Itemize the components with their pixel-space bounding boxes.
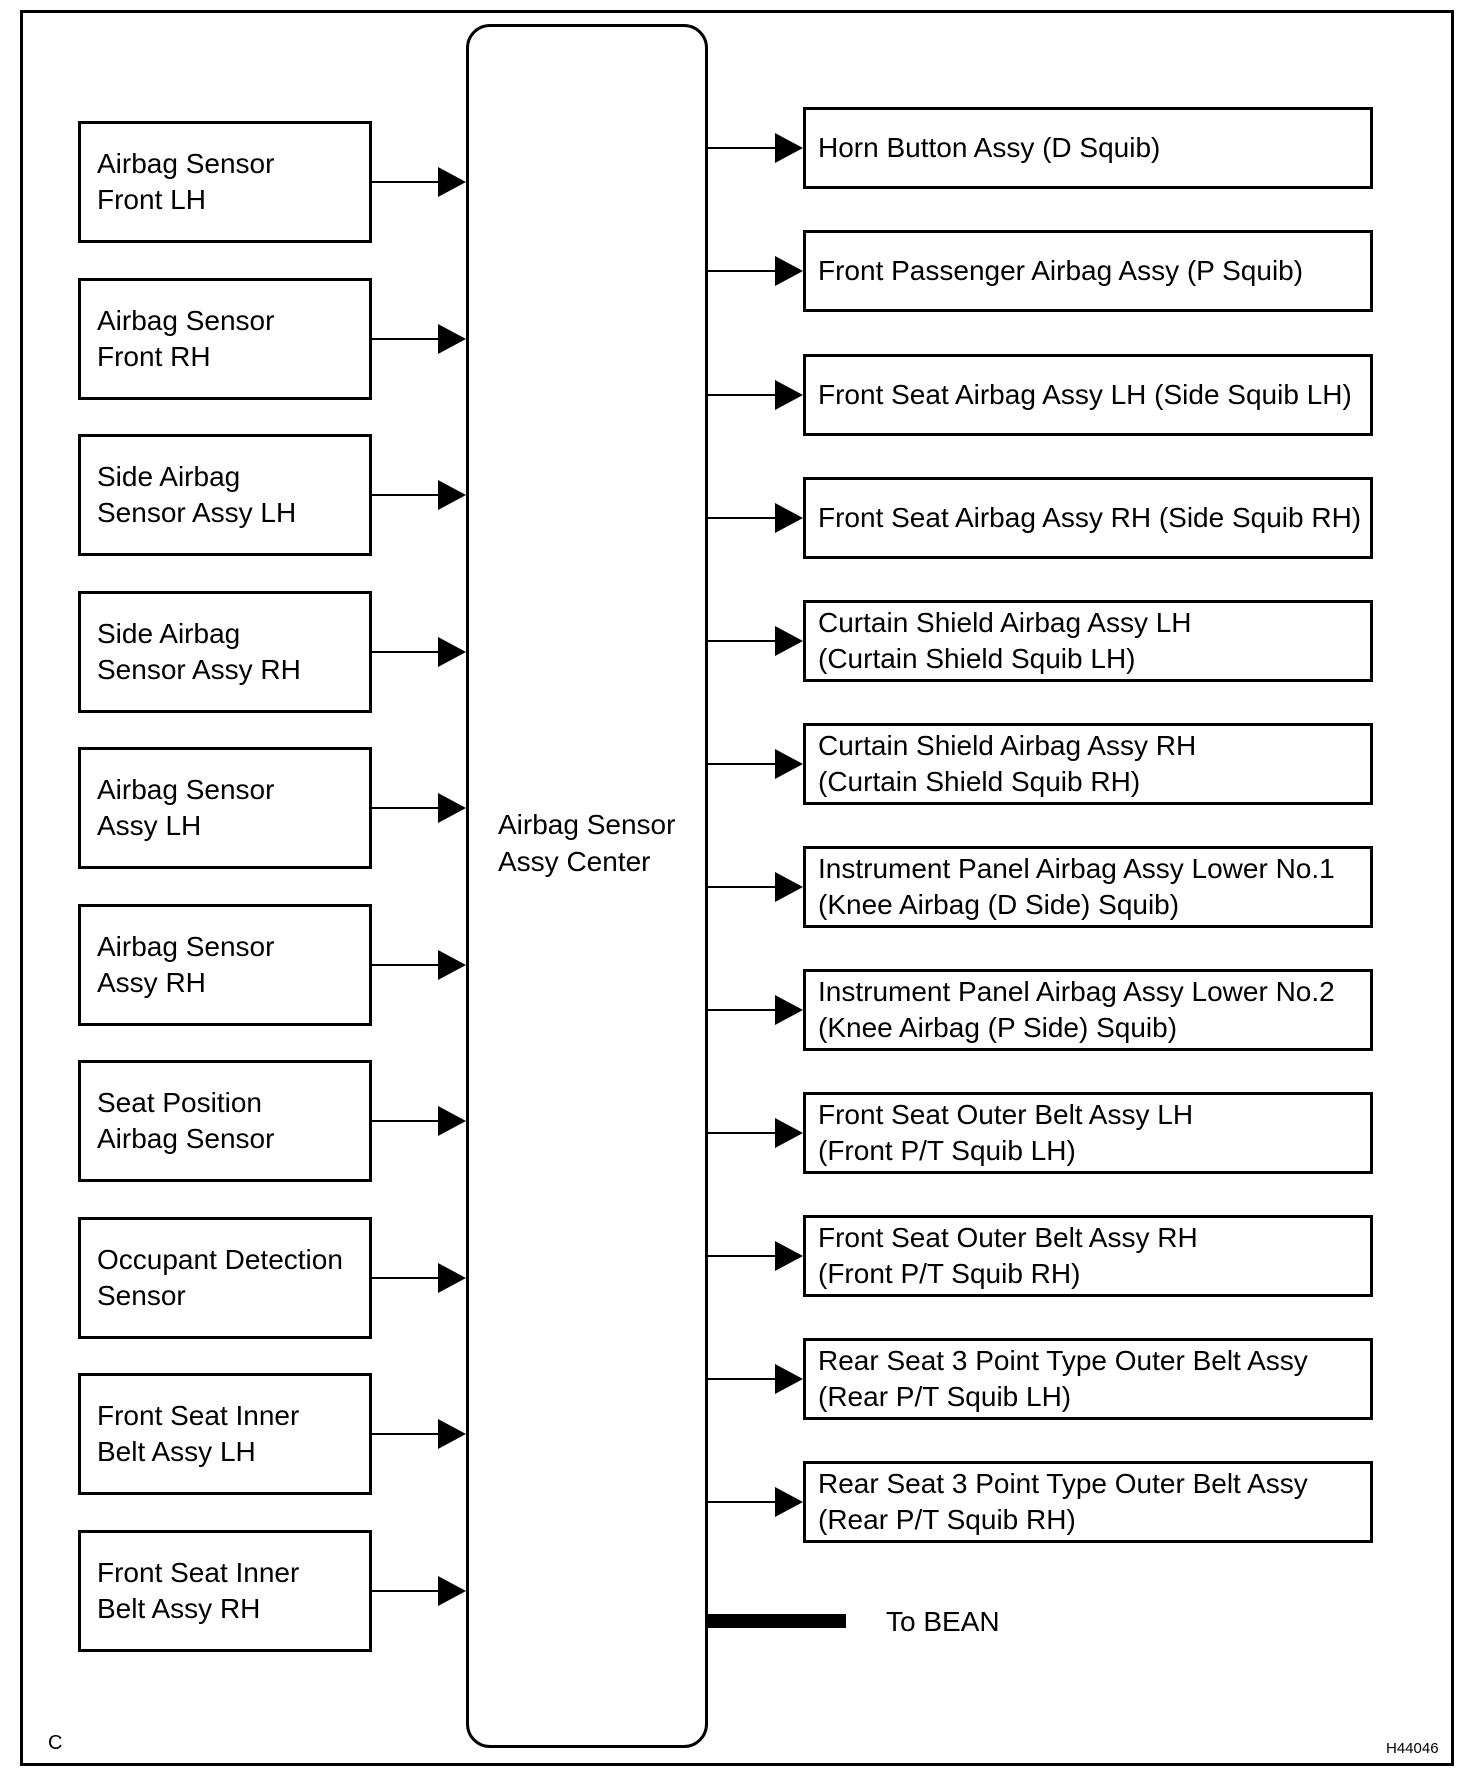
input-label-line2: Belt Assy RH — [97, 1593, 261, 1624]
output-label-line1: Front Seat Outer Belt Assy RH — [818, 1222, 1198, 1253]
input-box-airbag-sensor-front-lh: Airbag Sensor Front LH — [78, 121, 372, 243]
diagram-frame — [20, 10, 1454, 1766]
output-box-curtain-shield-lh: Curtain Shield Airbag Assy LH (Curtain S… — [803, 600, 1373, 682]
input-label-line2: Sensor — [97, 1280, 186, 1311]
input-label-line1: Airbag Sensor — [97, 931, 275, 962]
output-label-line1: Front Seat Airbag Assy RH (Side Squib RH… — [818, 502, 1362, 533]
input-label-line1: Front Seat Inner — [97, 1557, 300, 1588]
output-label-line1: Front Passenger Airbag Assy (P Squib) — [818, 255, 1304, 286]
center-unit-label: Airbag Sensor Assy Center — [498, 806, 675, 880]
input-box-airbag-sensor-front-rh: Airbag Sensor Front RH — [78, 278, 372, 400]
output-label-line1: Rear Seat 3 Point Type Outer Belt Assy — [818, 1468, 1308, 1499]
output-label-line2: (Rear P/T Squib RH) — [818, 1504, 1076, 1535]
output-box-knee-airbag-p-side: Instrument Panel Airbag Assy Lower No.2 … — [803, 969, 1373, 1051]
output-box-front-outer-belt-lh: Front Seat Outer Belt Assy LH (Front P/T… — [803, 1092, 1373, 1174]
output-box-front-outer-belt-rh: Front Seat Outer Belt Assy RH (Front P/T… — [803, 1215, 1373, 1297]
output-label-line1: Front Seat Outer Belt Assy LH — [818, 1099, 1194, 1130]
input-label-line1: Seat Position — [97, 1087, 262, 1118]
input-label-line1: Airbag Sensor — [97, 305, 275, 336]
center-unit-box — [466, 24, 708, 1748]
output-box-front-passenger-airbag: Front Passenger Airbag Assy (P Squib) — [803, 230, 1373, 312]
output-label-line1: Front Seat Airbag Assy LH (Side Squib LH… — [818, 379, 1352, 410]
center-label-line1: Airbag Sensor — [498, 809, 676, 840]
figure-code: H44046 — [1386, 1740, 1439, 1757]
output-label-line1: Horn Button Assy (D Squib) — [818, 132, 1161, 163]
input-box-front-seat-inner-belt-lh: Front Seat Inner Belt Assy LH — [78, 1373, 372, 1495]
output-label-line2: (Knee Airbag (P Side) Squib) — [818, 1012, 1178, 1043]
output-label-line2: (Front P/T Squib LH) — [818, 1135, 1076, 1166]
output-box-rear-outer-belt-lh: Rear Seat 3 Point Type Outer Belt Assy (… — [803, 1338, 1373, 1420]
corner-letter: C — [48, 1732, 63, 1754]
output-label-line1: Curtain Shield Airbag Assy LH — [818, 607, 1192, 638]
input-label-line2: Sensor Assy RH — [97, 654, 301, 685]
input-label-line1: Airbag Sensor — [97, 148, 275, 179]
output-label-line2: (Curtain Shield Squib LH) — [818, 643, 1136, 674]
input-label-line2: Front LH — [97, 184, 206, 215]
output-box-horn-button: Horn Button Assy (D Squib) — [803, 107, 1373, 189]
input-label-line2: Sensor Assy LH — [97, 497, 297, 528]
input-label-line2: Assy RH — [97, 967, 206, 998]
output-box-curtain-shield-rh: Curtain Shield Airbag Assy RH (Curtain S… — [803, 723, 1373, 805]
input-label-line2: Front RH — [97, 341, 211, 372]
input-label-line2: Assy LH — [97, 810, 202, 841]
input-box-front-seat-inner-belt-rh: Front Seat Inner Belt Assy RH — [78, 1530, 372, 1652]
input-label-line1: Side Airbag — [97, 461, 241, 492]
input-label-line1: Side Airbag — [97, 618, 241, 649]
output-box-front-seat-airbag-rh: Front Seat Airbag Assy RH (Side Squib RH… — [803, 477, 1373, 559]
center-label-line2: Assy Center — [498, 846, 651, 877]
input-label-line2: Airbag Sensor — [97, 1123, 275, 1154]
bean-label: To BEAN — [886, 1606, 1000, 1637]
input-box-airbag-sensor-assy-rh: Airbag Sensor Assy RH — [78, 904, 372, 1026]
output-box-front-seat-airbag-lh: Front Seat Airbag Assy LH (Side Squib LH… — [803, 354, 1373, 436]
input-box-occupant-detection-sensor: Occupant Detection Sensor — [78, 1217, 372, 1339]
output-label-line2: (Curtain Shield Squib RH) — [818, 766, 1141, 797]
input-box-side-airbag-sensor-rh: Side Airbag Sensor Assy RH — [78, 591, 372, 713]
output-label-line1: Curtain Shield Airbag Assy RH — [818, 730, 1197, 761]
output-box-rear-outer-belt-rh: Rear Seat 3 Point Type Outer Belt Assy (… — [803, 1461, 1373, 1543]
output-label-line2: (Knee Airbag (D Side) Squib) — [818, 889, 1180, 920]
output-box-knee-airbag-d-side: Instrument Panel Airbag Assy Lower No.1 … — [803, 846, 1373, 928]
input-box-airbag-sensor-assy-lh: Airbag Sensor Assy LH — [78, 747, 372, 869]
output-label-line1: Rear Seat 3 Point Type Outer Belt Assy — [818, 1345, 1308, 1376]
input-label-line1: Front Seat Inner — [97, 1400, 300, 1431]
output-label-line1: Instrument Panel Airbag Assy Lower No.1 — [818, 853, 1335, 884]
input-label-line2: Belt Assy LH — [97, 1436, 256, 1467]
output-label-line2: (Front P/T Squib RH) — [818, 1258, 1081, 1289]
output-label-line2: (Rear P/T Squib LH) — [818, 1381, 1072, 1412]
input-label-line1: Occupant Detection — [97, 1244, 343, 1275]
input-box-side-airbag-sensor-lh: Side Airbag Sensor Assy LH — [78, 434, 372, 556]
input-label-line1: Airbag Sensor — [97, 774, 275, 805]
output-label-line1: Instrument Panel Airbag Assy Lower No.2 — [818, 976, 1335, 1007]
input-box-seat-position-sensor: Seat Position Airbag Sensor — [78, 1060, 372, 1182]
